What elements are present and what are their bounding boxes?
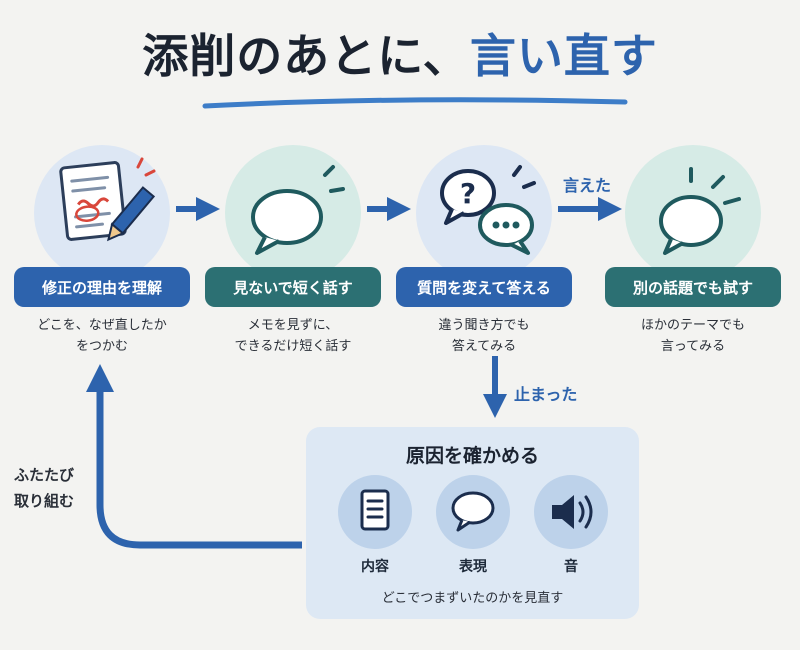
step-label-pill: 別の話題でも試す: [605, 267, 781, 307]
speech-bubble-icon: [251, 165, 345, 255]
step-circle: ?: [416, 145, 552, 281]
page-title: 添削のあとに、言い直す: [0, 20, 800, 86]
cause-item-expression: 表現: [430, 475, 516, 576]
cause-footer: どこでつまずいたのかを見直す: [381, 591, 564, 606]
step-circle: [225, 145, 361, 281]
step-description: どこを、なぜ直したか をつかむ: [37, 318, 167, 354]
step-label-pill: 修正の理由を理解: [14, 267, 190, 307]
cause-label: 内容: [361, 559, 389, 575]
title-underline: [202, 97, 628, 109]
cause-item-sound: 音: [528, 475, 614, 576]
step-label: 修正の理由を理解: [41, 278, 162, 297]
step-label: 質問を変えて答える: [417, 278, 551, 297]
cause-icon-circle: [436, 475, 510, 549]
step-label: 別の話題でも試す: [632, 278, 753, 297]
cause-label: 音: [564, 559, 578, 575]
title-main: 添削のあとに、: [142, 29, 470, 83]
step-circle: [625, 145, 761, 281]
step-description: ほかのテーマでも 言ってみる: [640, 318, 745, 354]
step-label: 見ないで短く話す: [233, 278, 353, 297]
cause-box: 原因を確かめる 内容 表現: [306, 427, 639, 619]
edited-document-pencil-icon: [59, 157, 156, 242]
cause-icon-circle: [534, 475, 608, 549]
question-chat-bubbles-icon: ?: [440, 165, 536, 255]
speech-bubble-icon: [451, 491, 495, 532]
step-label-pill: 見ないで短く話す: [205, 267, 381, 307]
speech-bubble-icon: [659, 167, 741, 255]
arrow-label-stuck: 止まった: [514, 385, 578, 404]
cause-label: 表現: [459, 559, 487, 575]
arrow-label-said: 言えた: [563, 176, 612, 195]
speaker-icon: [552, 495, 593, 529]
svg-text:?: ?: [460, 177, 476, 210]
cause-title: 原因を確かめる: [405, 445, 539, 467]
cause-item-content: 内容: [332, 475, 418, 576]
step-circle: [34, 145, 170, 281]
document-icon: [360, 489, 390, 531]
loop-label: ふたたび 取り組む: [14, 466, 75, 510]
title-accent: 言い直す: [469, 29, 658, 83]
cause-icon-circle: [338, 475, 412, 549]
step-label-pill: 質問を変えて答える: [396, 267, 572, 307]
arrow-loop-back: [86, 364, 302, 549]
step-description: 違う聞き方でも 答えてみる: [438, 318, 530, 354]
step-description: メモを見ずに、 できるだけ短く話す: [234, 318, 352, 354]
